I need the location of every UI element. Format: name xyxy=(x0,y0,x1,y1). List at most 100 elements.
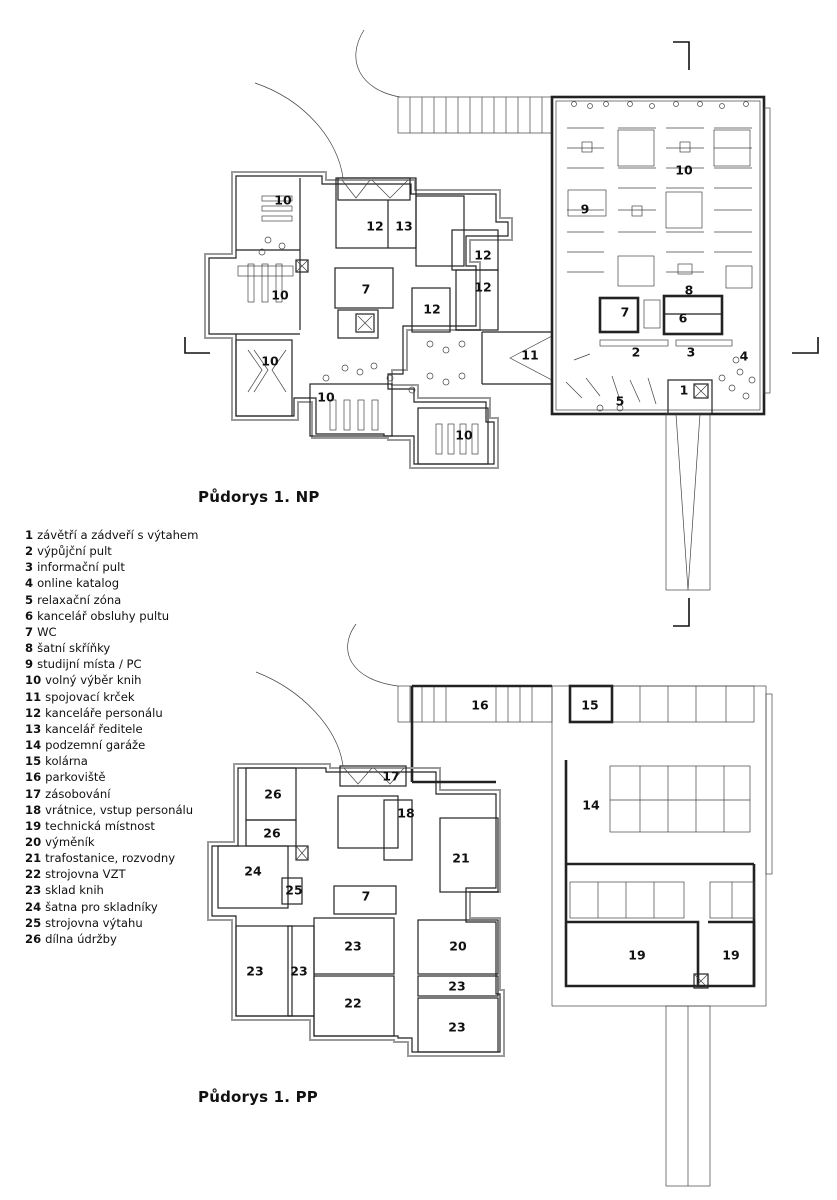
internal-walls-np xyxy=(235,177,499,465)
legend-item-text: podzemní garáže xyxy=(45,738,146,753)
ramp-pp xyxy=(665,1005,711,1187)
top-circles-np xyxy=(571,101,749,109)
legend-item-number: 26 xyxy=(25,931,42,946)
legend-item-text: technická místnost xyxy=(45,818,155,833)
legend-item-text: šatna pro skladníky xyxy=(45,899,158,914)
info-desk xyxy=(675,339,733,347)
label-pp-21: 21 xyxy=(452,851,469,866)
entrance-arc-left-pp xyxy=(255,671,344,767)
legend-item-number: 4 xyxy=(25,576,34,591)
label-pp-16: 16 xyxy=(471,698,489,713)
legend-item-text: WC xyxy=(37,624,57,639)
legend-item-number: 1 xyxy=(25,528,34,542)
label-pp-22: 22 xyxy=(344,996,361,1011)
legend-item-text: relaxační zóna xyxy=(37,592,122,607)
legend-item-number: 11 xyxy=(25,689,42,704)
legend-item-text: online katalog xyxy=(37,576,120,591)
label-np-9: 9 xyxy=(581,202,590,217)
plan-title-1pp: Půdorys 1. PP xyxy=(198,1088,318,1106)
legend-item-text: závětří a zádveří s výtahem xyxy=(37,528,199,542)
legend-item-text: kancelář ředitele xyxy=(45,721,143,736)
label-np-10a: 10 xyxy=(274,193,292,208)
legend-item-number: 17 xyxy=(25,786,42,801)
parking-stripes-np xyxy=(397,96,553,134)
legend-item-number: 20 xyxy=(25,834,42,849)
core-np xyxy=(598,294,724,336)
legend-item-text: informační pult xyxy=(37,560,125,575)
legend-item-text: dílna údržby xyxy=(45,931,117,946)
legend-item-number: 10 xyxy=(25,673,42,688)
old-building-outline-np xyxy=(204,171,513,469)
entrance-arc-top-pp xyxy=(347,623,399,687)
label-np-7b: 7 xyxy=(621,305,630,320)
label-np-11: 11 xyxy=(521,348,538,363)
entrance-arc-top xyxy=(355,29,401,98)
label-pp-15: 15 xyxy=(581,698,598,713)
label-np-12b: 12 xyxy=(474,248,491,263)
label-pp-19b: 19 xyxy=(722,948,739,963)
label-pp-23e: 23 xyxy=(448,1020,465,1035)
legend-item-text: volný výběr knih xyxy=(45,673,142,688)
legend-item-number: 5 xyxy=(25,592,34,607)
legend-item-text: strojovna výtahu xyxy=(45,915,143,930)
legend-item-number: 7 xyxy=(25,624,34,639)
legend-item-number: 3 xyxy=(25,560,34,575)
legend-item-number: 2 xyxy=(25,544,34,559)
label-pp-14: 14 xyxy=(582,798,600,813)
label-np-12c: 12 xyxy=(474,280,491,295)
furniture-scatter-np xyxy=(258,236,466,394)
legend-item-number: 21 xyxy=(25,851,42,866)
connecting-link-np xyxy=(481,331,553,385)
legend-item-number: 16 xyxy=(25,770,42,785)
crop-mark-top xyxy=(673,41,690,70)
label-np-10d: 10 xyxy=(317,390,335,405)
catalogue-cluster-np xyxy=(718,356,756,400)
legend-item-number: 23 xyxy=(25,883,42,898)
legend-item-number: 22 xyxy=(25,867,42,882)
legend-item-text: sklad knih xyxy=(45,883,104,898)
legend-item-text: šatní skříňky xyxy=(37,641,111,656)
shelf-rows-np xyxy=(567,127,752,273)
legend-item-number: 8 xyxy=(25,641,34,656)
legend-item-text: studijní místa / PC xyxy=(37,657,142,672)
plan-title-1np: Půdorys 1. NP xyxy=(198,488,320,506)
ramp-np xyxy=(665,413,711,591)
legend-item-number: 9 xyxy=(25,657,34,672)
legend-item-text: strojovna VZT xyxy=(45,867,126,882)
label-np-12d: 12 xyxy=(423,302,440,317)
legend-item-number: 12 xyxy=(25,705,42,720)
legend-item-number: 25 xyxy=(25,915,42,930)
study-tables-np xyxy=(567,129,753,289)
old-building-inner-np xyxy=(208,175,509,465)
label-np-1: 1 xyxy=(680,383,689,398)
label-np-10f: 10 xyxy=(675,163,693,178)
label-pp-23b: 23 xyxy=(246,964,263,979)
legend-item-text: trafostanice, rozvodny xyxy=(45,851,176,866)
old-building-inner-pp xyxy=(211,767,501,1053)
label-pp-24: 24 xyxy=(244,864,262,879)
library-hall-np xyxy=(550,95,771,416)
legend-item-text: kanceláře personálu xyxy=(45,705,163,720)
label-pp-7: 7 xyxy=(362,889,371,904)
label-pp-17: 17 xyxy=(382,769,399,784)
label-pp-26a: 26 xyxy=(264,787,282,802)
label-np-2: 2 xyxy=(632,345,641,360)
